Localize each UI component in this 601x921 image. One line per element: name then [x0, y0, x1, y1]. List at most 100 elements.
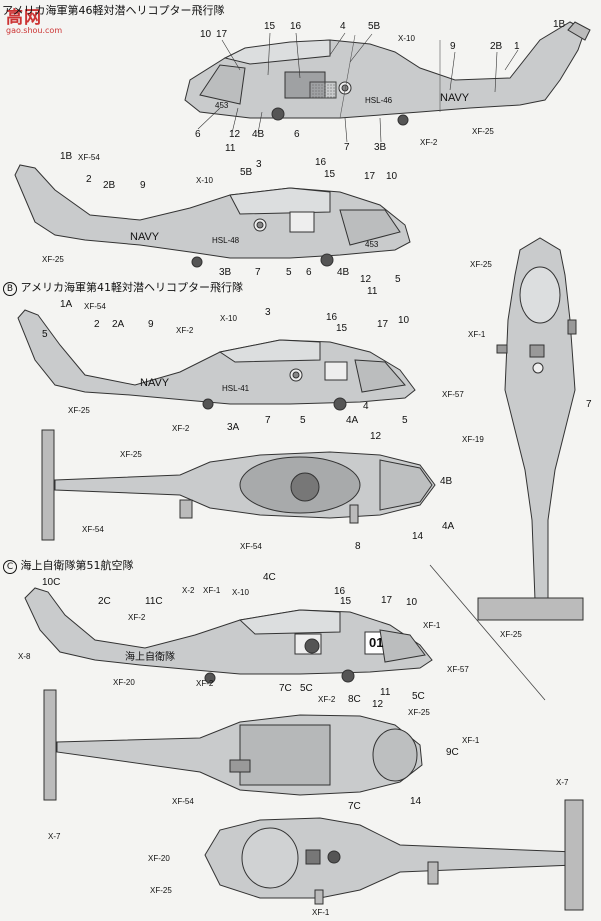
callout: 4B — [440, 476, 453, 487]
callout: 3A — [227, 422, 240, 433]
marking-hsl48: HSL-48 — [212, 236, 240, 245]
callout: 3B — [374, 142, 387, 153]
watermark-text: 高网 — [6, 8, 42, 28]
callout: 16 — [334, 586, 346, 597]
callout: XF-54 — [78, 153, 100, 162]
callout: 3 — [265, 307, 271, 318]
callout: 5 — [395, 274, 401, 285]
callout: XF-1 — [312, 908, 330, 917]
callout: 7 — [344, 142, 350, 153]
callout: 8 — [355, 541, 361, 552]
callout: 17 — [377, 319, 389, 330]
callout: 7C — [348, 801, 361, 812]
callout: 1B — [60, 151, 73, 162]
callout: 1A — [60, 299, 73, 310]
callout: 16 — [290, 21, 302, 32]
callout: XF-2 — [176, 326, 194, 335]
callout: 9 — [450, 41, 456, 52]
callout: XF-20 — [113, 678, 135, 687]
callout: 4A — [346, 415, 359, 426]
heli-b-side — [17, 309, 416, 411]
marking-navy-a2: NAVY — [130, 231, 160, 243]
heli-a-side-left — [14, 164, 411, 268]
marking-navy-b: NAVY — [140, 377, 170, 389]
callout: 6 — [306, 267, 312, 278]
callout: XF-1 — [203, 586, 221, 595]
callout: XF-25 — [472, 127, 494, 136]
callout: 15 — [264, 21, 276, 32]
callout: XF-1 — [423, 621, 441, 630]
callout: 17 — [381, 595, 393, 606]
callout: XF-25 — [500, 630, 522, 639]
marking-hsl46: HSL-46 — [365, 96, 393, 105]
callout: XF-54 — [84, 302, 106, 311]
callout: 9 — [148, 319, 154, 330]
callout: X-7 — [556, 778, 569, 787]
callout: XF-25 — [120, 450, 142, 459]
watermark-url: gao.shou.com — [6, 26, 63, 35]
callout: X-2 — [182, 586, 195, 595]
callout: 17 — [364, 171, 376, 182]
callout: XF-2 — [128, 613, 146, 622]
callout: 11 — [380, 687, 391, 698]
callout: 7 — [265, 415, 271, 426]
callout: XF-54 — [240, 542, 262, 551]
callout: 4A — [442, 521, 455, 532]
section-b-header: B アメリカ海軍第41軽対潜ヘリコプター飛行隊 — [3, 279, 243, 296]
callout: X-10 — [220, 314, 237, 323]
callout: 7C — [279, 683, 292, 694]
callout: X-7 — [48, 832, 61, 841]
marking-jmsdf: 海上自衛隊 — [125, 652, 175, 663]
callout: X-10 — [196, 176, 213, 185]
heli-c-top — [43, 689, 423, 801]
marking-navy-a1: NAVY — [440, 92, 470, 104]
callout: 6 — [195, 129, 201, 140]
section-b-marker: B — [3, 282, 17, 296]
callout: 2B — [490, 41, 503, 52]
callout: 10 — [406, 597, 418, 608]
section-c-marker: C — [3, 560, 17, 574]
callout: 15 — [324, 169, 336, 180]
callout: XF-25 — [150, 886, 172, 895]
callout: 10 — [200, 29, 212, 40]
heli-c-side — [24, 587, 433, 684]
callout: 17 — [216, 29, 228, 40]
callout: 5 — [42, 329, 48, 340]
callout: 2C — [98, 596, 111, 607]
watermark-logo: 高网 gao.shou.com — [6, 3, 62, 35]
callout: 5C — [412, 691, 425, 702]
callout: 14 — [412, 531, 424, 542]
section-b-title: アメリカ海軍第41軽対潜ヘリコプター飛行隊 — [20, 281, 243, 294]
callout: 9C — [446, 747, 459, 758]
marking-453-a2: 453 — [365, 240, 379, 249]
callout: 4B — [337, 267, 350, 278]
callout: XF-25 — [42, 255, 64, 264]
heli-c-bottom — [204, 799, 584, 911]
callout: XF-19 — [462, 435, 484, 444]
callout: 12 — [372, 699, 384, 710]
callout: 14 — [410, 796, 422, 807]
callout: 10 — [398, 315, 410, 326]
section-c-header: C 海上自衛隊第51航空隊 — [3, 557, 134, 574]
marking-hsl41: HSL-41 — [222, 384, 250, 393]
callout: 5 — [402, 415, 408, 426]
callout: 5B — [368, 21, 381, 32]
heli-a-side-right — [184, 21, 591, 126]
callout: 2A — [112, 319, 125, 330]
callout: 3 — [256, 159, 262, 170]
callout: 15 — [336, 323, 348, 334]
callout: 7 — [255, 267, 261, 278]
callout: 3B — [219, 267, 232, 278]
callout: 7 — [586, 399, 592, 410]
callout: XF-1 — [468, 330, 486, 339]
callout: XF-25 — [408, 708, 430, 717]
heli-right-top — [477, 237, 584, 621]
callout: XF-2 — [196, 679, 214, 688]
callout: XF-57 — [442, 390, 464, 399]
callout: 2B — [103, 180, 116, 191]
marking-01: 01 — [369, 635, 384, 650]
callout: 9 — [140, 180, 146, 191]
section-c-title: 海上自衛隊第51航空隊 — [20, 559, 134, 572]
section-a-title: アメリカ海軍第46軽対潜ヘリコプター飛行隊 — [2, 4, 225, 17]
